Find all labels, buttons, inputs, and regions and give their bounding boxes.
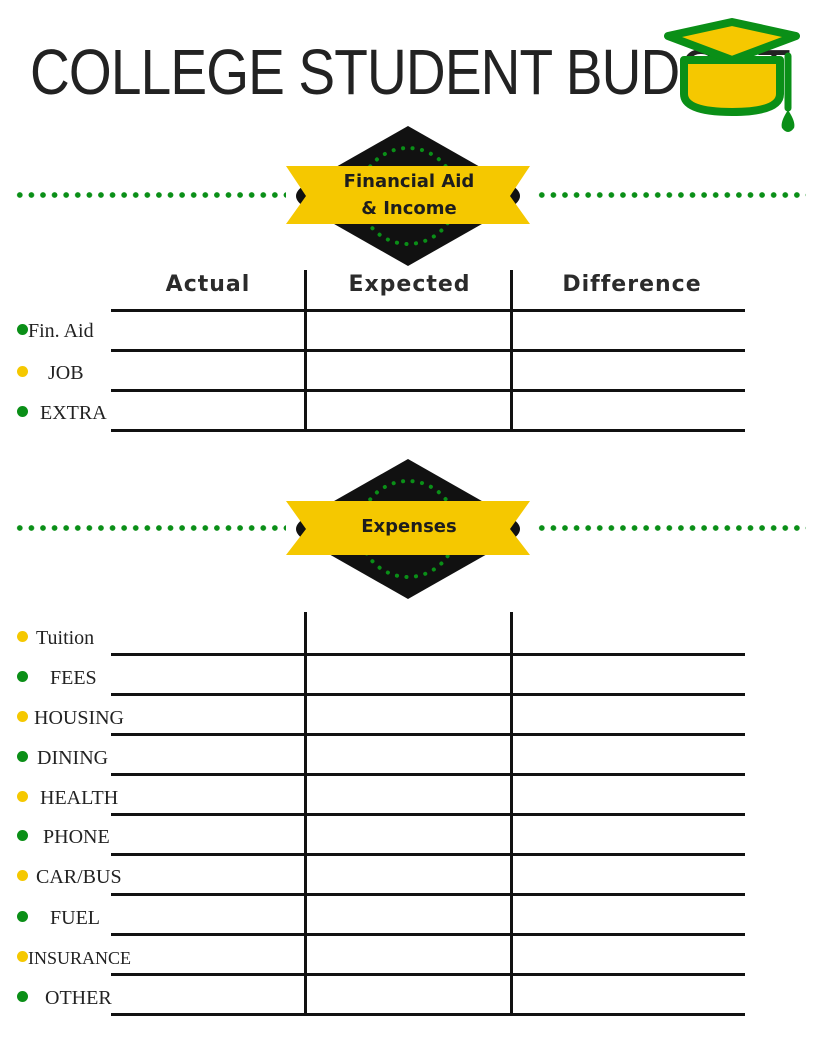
green-bullet-icon [17, 991, 28, 1002]
column-header-actual: Actual [165, 272, 251, 297]
income-row-line [111, 349, 745, 352]
green-bullet-icon [17, 324, 28, 335]
row-label: JOB [48, 362, 84, 384]
expense-row-line [111, 773, 745, 776]
yellow-bullet-icon [17, 711, 28, 722]
yellow-bullet-icon [17, 870, 28, 881]
row-label: OTHER [45, 987, 112, 1009]
badge-label-line2: & Income [361, 198, 457, 219]
row-label: INSURANCE [28, 948, 132, 968]
row-label: EXTRA [40, 402, 107, 424]
row-label: HEALTH [40, 787, 119, 809]
column-header-difference: Difference [562, 272, 702, 297]
expense-row-line [111, 653, 745, 656]
badge-label-income: Financial Aid & Income [304, 168, 514, 222]
yellow-bullet-icon [17, 366, 28, 377]
expense-row-line [111, 693, 745, 696]
section-badge-income [286, 126, 530, 266]
dotted-divider-right [536, 524, 806, 532]
expense-row-line [111, 813, 745, 816]
section-badge-expenses [286, 459, 530, 599]
column-header-expected: Expected [348, 272, 471, 297]
dotted-divider-left [14, 191, 286, 199]
expense-row-line [111, 973, 745, 976]
green-bullet-icon [17, 911, 28, 922]
row-label: DINING [37, 747, 109, 769]
dotted-divider-left [14, 524, 286, 532]
green-bullet-icon [17, 671, 28, 682]
yellow-bullet-icon [17, 791, 28, 802]
row-label: Tuition [36, 627, 95, 649]
green-bullet-icon [17, 406, 28, 417]
badge-label-expenses: Expenses [361, 516, 457, 537]
expense-row-line [111, 733, 745, 736]
row-label: CAR/BUS [36, 866, 122, 888]
row-label: Fin. Aid [28, 320, 94, 342]
income-row-line [111, 389, 745, 392]
income-row-line [111, 429, 745, 432]
green-bullet-icon [17, 751, 28, 762]
dotted-divider-right [536, 191, 806, 199]
yellow-bullet-icon [17, 631, 28, 642]
badge-label-line1: Financial Aid [343, 171, 475, 192]
expense-row-line [111, 853, 745, 856]
row-label: PHONE [43, 826, 110, 848]
yellow-bullet-icon [17, 951, 28, 962]
green-bullet-icon [17, 830, 28, 841]
row-label: FUEL [50, 907, 100, 929]
income-row-line [111, 309, 745, 312]
row-label: FEES [50, 667, 97, 689]
graduation-cap-icon [664, 18, 800, 132]
expense-row-line [111, 1013, 745, 1016]
expense-row-line [111, 933, 745, 936]
expense-row-line [111, 893, 745, 896]
page-title: COLLEGE STUDENT BUDGET [30, 36, 791, 108]
row-label: HOUSING [34, 707, 124, 729]
